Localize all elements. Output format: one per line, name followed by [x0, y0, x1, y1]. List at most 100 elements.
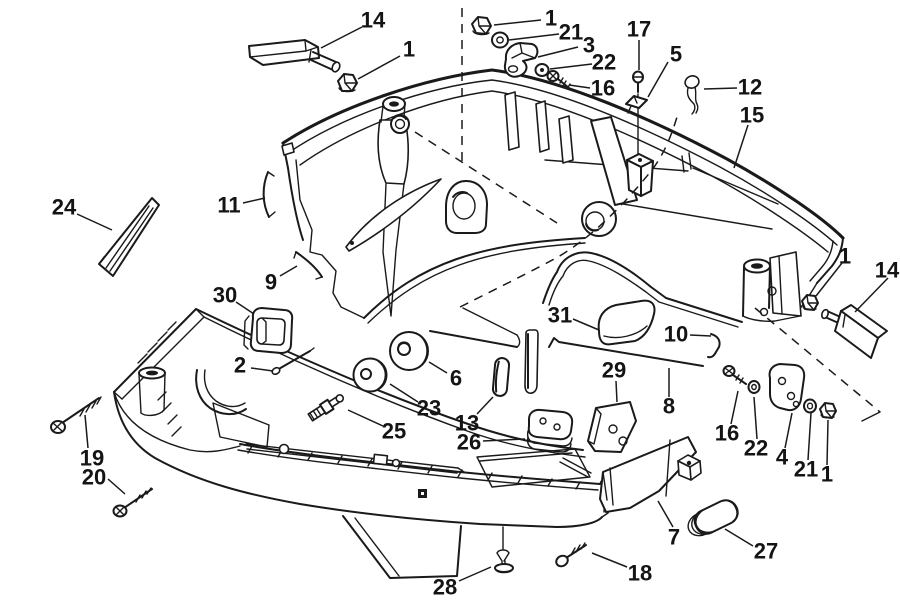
lower-cover-half-shape — [479, 452, 592, 478]
lower-cover-half-shape — [121, 316, 205, 400]
callout-27-leader-37 — [724, 528, 754, 547]
part-21-washer-top-shape — [491, 31, 509, 49]
part-31-wear-strip — [597, 299, 656, 346]
callout-21-leader-3 — [508, 33, 560, 41]
part-5-clip — [625, 95, 648, 114]
part-26-plate-stack-shape — [539, 417, 547, 425]
steering-tube-shape — [138, 372, 166, 414]
upper-cover-half-shape — [524, 329, 539, 394]
part-1-nut-right-lower-shape — [824, 402, 837, 419]
callout-10-leader-24 — [689, 334, 712, 337]
lower-cover-half-shape — [212, 402, 270, 448]
part-18-bolt-shape — [570, 542, 586, 556]
callout-28-label-34: 28 — [433, 575, 457, 600]
clamp-boss-shape — [452, 191, 468, 198]
part-1-nut-right-upper-shape — [802, 306, 817, 311]
part-16-screw-right-shape — [732, 374, 747, 385]
clamp-boss — [445, 180, 488, 234]
rear-bracket-shape — [769, 251, 802, 317]
callout-18-label-35: 18 — [628, 561, 652, 586]
part-4-mount-block-shape — [786, 391, 796, 401]
part-7-side-panel — [599, 436, 702, 513]
part-25-fitting-shape — [335, 394, 345, 403]
callout-17-label-7: 17 — [627, 17, 651, 42]
part-1-nut-right-lower-shape — [820, 414, 835, 419]
part-14-handle-left-shape — [331, 61, 341, 73]
callout-13-leader-19 — [476, 396, 494, 415]
part-29-plate-shape — [587, 407, 602, 445]
callout-15-leader-10 — [733, 124, 749, 169]
upper-cover-half-shape — [640, 160, 654, 197]
upper-cover-half — [281, 68, 845, 394]
upper-cover-half-shape — [542, 251, 667, 304]
upper-cover-half-shape — [681, 152, 692, 173]
callout-10-label-24: 10 — [664, 322, 688, 347]
rear-bracket-shape — [767, 286, 777, 296]
part-23-grommet — [352, 357, 388, 393]
upper-cover-half-shape — [287, 167, 304, 241]
part-1-nut-top-left — [337, 73, 358, 93]
part-3-mount-shape — [511, 42, 536, 59]
part-9-seal-shape — [293, 251, 323, 280]
upper-cover-half-shape — [363, 237, 586, 319]
callout-8-label-26: 8 — [663, 394, 675, 419]
part-2-pin-shape — [271, 366, 281, 376]
callout-31-label-23: 31 — [548, 303, 572, 328]
upper-cover-half-shape — [548, 259, 660, 306]
callout-1-leader-31 — [826, 419, 829, 466]
part-13-grommet-shape — [491, 357, 511, 397]
part-9-seal — [293, 251, 323, 280]
part-20-bolt-shape — [135, 487, 152, 503]
part-4-mount-block-shape — [768, 363, 806, 412]
part-28-push-pin-shape — [496, 549, 510, 565]
part-31-wear-strip-shape — [603, 325, 648, 339]
part-21-washer-right — [803, 398, 817, 414]
callout-7-leader-36 — [657, 500, 674, 528]
part-22-washer-right-shape — [751, 383, 757, 391]
part-1-nut-top-left-shape — [343, 73, 358, 92]
part-24-trim-wedge — [98, 197, 160, 277]
part-29-plate-shape — [587, 401, 637, 453]
part-19-bolt — [50, 396, 102, 434]
wall-leaf — [345, 178, 442, 252]
part-16-screw-right-shape — [724, 367, 734, 375]
upper-cover-half-shape — [516, 334, 521, 348]
projection-dash-lines-shape — [459, 116, 678, 308]
shift-rail-shape — [457, 467, 465, 473]
callout-16-label-6: 16 — [591, 76, 615, 101]
callout-3-label-4: 3 — [583, 33, 595, 58]
callout-11-leader-12 — [242, 197, 266, 204]
callout-9-label-13: 9 — [265, 270, 277, 295]
rear-bracket-shape — [742, 264, 771, 317]
shift-rail-shape — [391, 458, 401, 468]
projection-dash-lines-shape — [414, 131, 558, 224]
callout-11-label-12: 11 — [217, 193, 240, 218]
part-12-snap-pin-shape — [694, 86, 699, 114]
part-1-nut-right-lower — [819, 402, 837, 419]
upper-cover-half-shape — [638, 158, 642, 162]
part-7-side-panel-shape — [686, 460, 692, 466]
part-1-nut-top-middle-shape — [477, 16, 492, 35]
part-16-screw-right-shape — [735, 374, 744, 384]
part-14-handle-left-shape — [249, 39, 319, 58]
upper-cover-half-shape — [658, 301, 739, 328]
part-12-snap-pin-shape — [686, 87, 696, 115]
part-9-seal-shape — [295, 251, 323, 278]
part-10-link-rod-shape — [548, 337, 704, 367]
callout-21-leader-30 — [807, 412, 812, 461]
callout-14-label-33: 14 — [875, 258, 900, 283]
upper-cover-half-shape — [295, 159, 365, 319]
part-19-bolt-shape — [79, 396, 102, 417]
projection-dash-lines-shape — [754, 307, 881, 413]
part-27-cap-shape — [723, 499, 739, 522]
part-11-seal-shape — [267, 171, 276, 218]
part-2-pin-shape — [276, 350, 311, 371]
shift-rail — [245, 443, 465, 474]
steering-tube-shape — [157, 391, 182, 437]
callout-9-leader-13 — [279, 265, 298, 277]
callout-30-leader-14 — [235, 301, 255, 315]
part-29-plate — [587, 401, 637, 453]
steering-tube-shape — [140, 409, 165, 417]
callout-16-leader-27 — [730, 390, 739, 425]
callout-26-label-20: 26 — [457, 430, 481, 455]
